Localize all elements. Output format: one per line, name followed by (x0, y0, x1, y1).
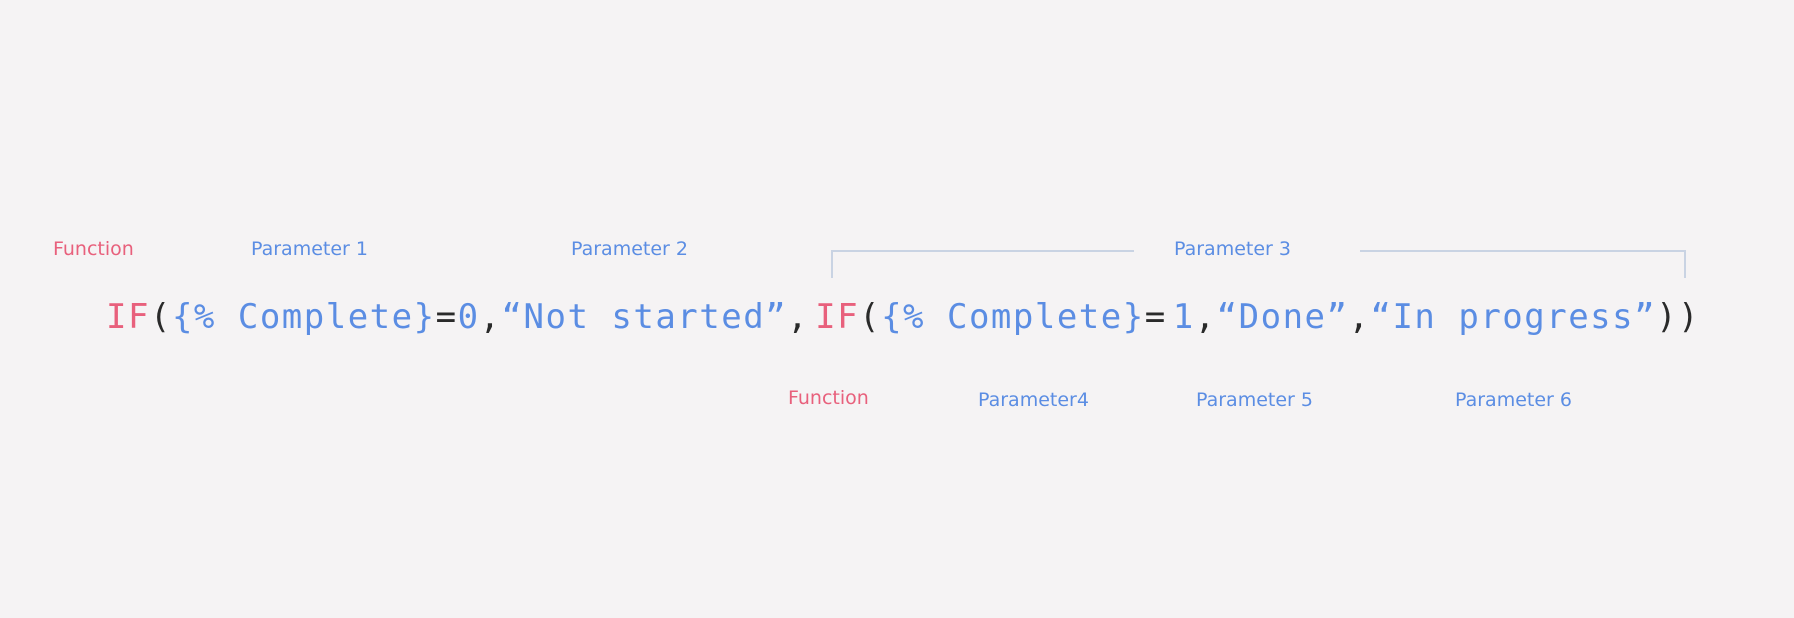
compare-value-1: 0 (457, 297, 480, 337)
parameter-1-label: Parameter 1 (251, 238, 368, 260)
function-label-outer: Function (53, 238, 134, 260)
parameter-6-label: Parameter 6 (1455, 389, 1572, 411)
equals-sign-2: = (1144, 297, 1167, 337)
parameter-5-label: Parameter 5 (1196, 389, 1313, 411)
field-reference-2: {% Complete} (881, 297, 1145, 337)
formula-expression: IF({% Complete}=0,“Not started”,IF({% Co… (106, 300, 1700, 334)
comma-2: , (787, 297, 810, 337)
comma-3: , (1194, 297, 1217, 337)
outer-open-paren: ( (149, 297, 172, 337)
inner-if-keyword: IF (815, 297, 860, 337)
outer-if-keyword: IF (106, 297, 150, 337)
comma-4: , (1348, 297, 1371, 337)
bracket-right-arm (1360, 250, 1686, 278)
field-reference-1: {% Complete} (171, 297, 436, 337)
parameter-3-label: Parameter 3 (1174, 238, 1291, 260)
parameter-2-label: Parameter 2 (571, 238, 688, 260)
closing-parens: )) (1656, 297, 1701, 337)
parameter-4-label: Parameter4 (978, 389, 1089, 411)
equals-sign-1: = (435, 297, 458, 337)
bracket-left-arm (831, 250, 1134, 278)
comma-1: , (479, 297, 502, 337)
compare-value-2: 1 (1172, 297, 1195, 337)
string-not-started: “Not started” (501, 297, 788, 337)
function-label-inner: Function (788, 387, 869, 409)
string-done: “Done” (1216, 297, 1349, 337)
inner-open-paren: ( (859, 297, 882, 337)
string-in-progress: “In progress” (1370, 297, 1657, 337)
